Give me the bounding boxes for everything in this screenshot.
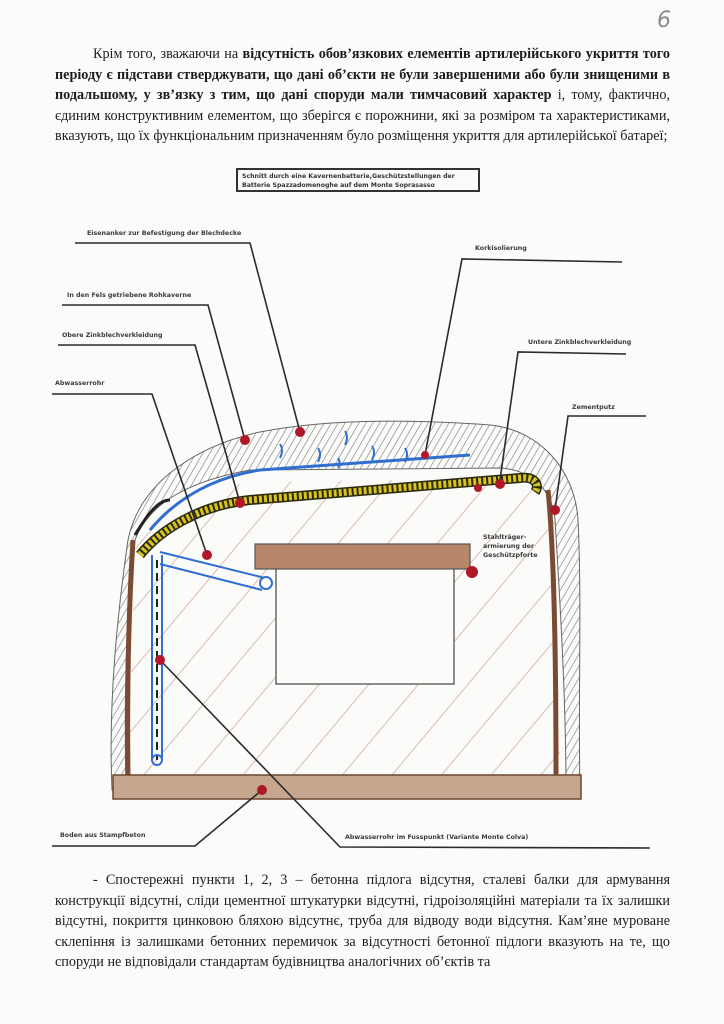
- label-rohkaverne: In den Fels getriebene Rohkaverne: [67, 292, 192, 299]
- label-untere-zinkblech: Untere Zinkblechverkleidung: [528, 339, 632, 346]
- label-korkisolierung: Korkisolierung: [475, 245, 527, 252]
- floor-slab: [112, 774, 582, 800]
- paragraph-text: і, тому, фактично, єдиним конструктивним…: [55, 87, 670, 145]
- label-fusspunkt: Abwasserrohr im Fusspunkt (Variante Mont…: [345, 834, 529, 841]
- water-drops: [279, 430, 408, 469]
- gun-port-opening: [275, 567, 455, 685]
- marker-dots: [155, 427, 560, 795]
- label-obere-zinkblech: Obere Zinkblechverkleidung: [62, 332, 163, 339]
- label-eisenanker: Eisenanker zur Befestigung der Blechdeck…: [87, 230, 242, 237]
- zinc-sheet-upper: [148, 453, 471, 531]
- paragraph-observation-points: - Спостережні пункти 1, 2, 3 – бетонна п…: [55, 870, 670, 973]
- paragraph-bold-text: відсутність обов’язкових елементів артил…: [55, 46, 670, 104]
- leader-lines: [52, 242, 651, 849]
- label-stahltraeger: Stahlträger-armierung der Geschützpforte: [483, 534, 538, 559]
- paragraph-text: Крім того, зважаючи на: [93, 46, 243, 62]
- paragraph-text: - Спостережні пункти 1, 2, 3 – бетонна п…: [55, 872, 670, 971]
- label-zementputz: Zementputz: [572, 404, 615, 411]
- steel-beam: [254, 543, 471, 570]
- paragraph-intro: Крім того, зважаючи на відсутність обов’…: [55, 44, 670, 147]
- diagram-title: Schnitt durch eine Kavernenbatterie,Gesc…: [236, 168, 480, 192]
- page-number: 6: [657, 8, 671, 33]
- label-abwasserrohr: Abwasserrohr: [55, 380, 105, 387]
- label-boden: Boden aus Stampfbeton: [60, 832, 146, 839]
